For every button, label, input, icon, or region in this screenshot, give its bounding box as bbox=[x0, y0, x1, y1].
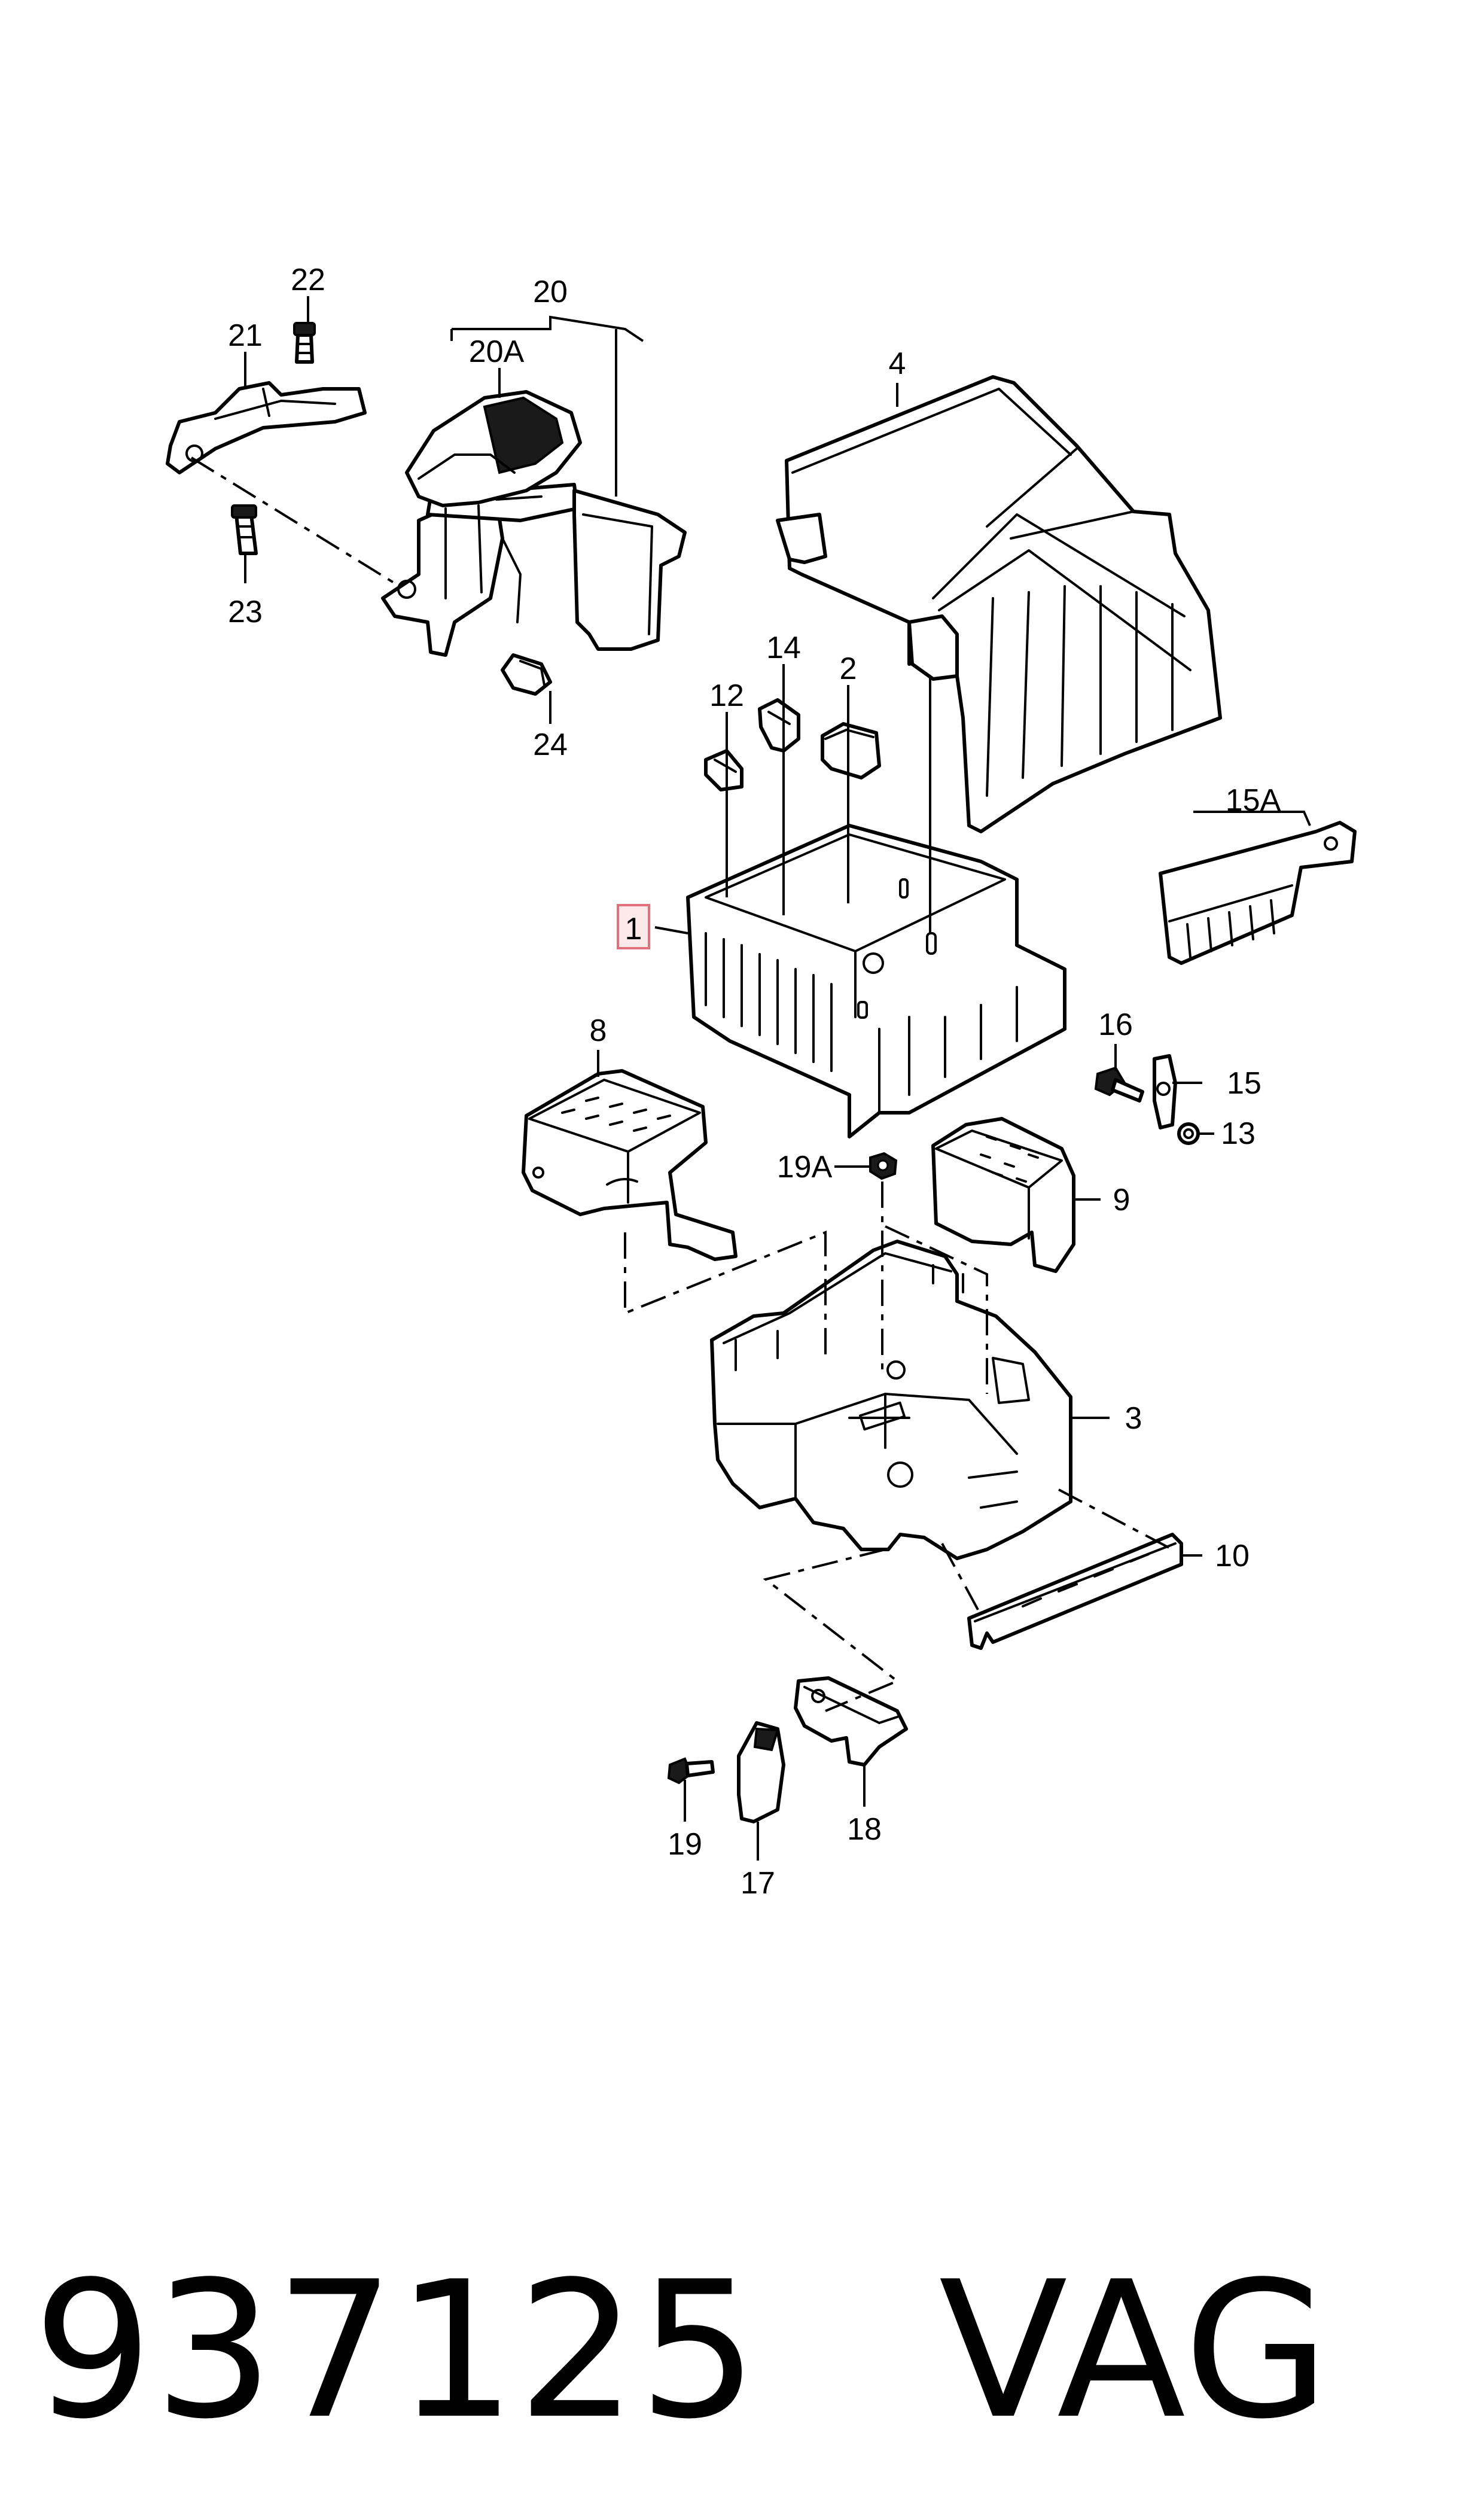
callout-20: 20 bbox=[533, 275, 568, 309]
callout-22: 22 bbox=[291, 263, 325, 297]
part-2-relay bbox=[821, 722, 881, 780]
callout-18: 18 bbox=[847, 1812, 882, 1847]
callout-1-highlight bbox=[617, 904, 650, 949]
part-1-fuse-box bbox=[686, 824, 1066, 1138]
part-number-label: 937125 bbox=[33, 2242, 760, 2461]
callout-15a: 15A bbox=[1226, 783, 1281, 818]
callout-23: 23 bbox=[228, 595, 263, 629]
callout-2: 2 bbox=[840, 651, 857, 686]
callout-10: 10 bbox=[1215, 1539, 1250, 1573]
part-13-nut bbox=[1177, 1122, 1200, 1145]
callout-20a: 20A bbox=[469, 334, 525, 369]
part-14-fuse bbox=[758, 698, 800, 753]
part-10-strip bbox=[967, 1533, 1183, 1650]
part-20-holder-assembly bbox=[381, 390, 687, 657]
part-9-cover bbox=[931, 1117, 1075, 1273]
part-21-bracket bbox=[166, 381, 367, 474]
part-23-bolt bbox=[231, 504, 258, 555]
part-24-bolt bbox=[501, 653, 552, 696]
callouts: 22 21 23 24 20 20A 4 14 2 12 15A 1 16 15… bbox=[228, 263, 1281, 1901]
part-19a-nut bbox=[869, 1152, 898, 1180]
callout-13: 13 bbox=[1221, 1116, 1256, 1151]
part-8-cover bbox=[522, 1069, 738, 1261]
part-17-relay bbox=[737, 1721, 785, 1823]
part-19-screw bbox=[667, 1757, 715, 1785]
part-15a-fuse-strip bbox=[1159, 821, 1357, 965]
assembly-lines bbox=[190, 456, 1173, 1712]
callout-21: 21 bbox=[228, 318, 263, 353]
part-4-cover bbox=[776, 375, 1222, 833]
part-3-tray bbox=[710, 1240, 1072, 1560]
part-22-bolt bbox=[293, 322, 316, 364]
callout-14: 14 bbox=[766, 631, 801, 665]
part-18-bracket bbox=[794, 1676, 908, 1767]
callout-3: 3 bbox=[1125, 1401, 1142, 1436]
callout-1: 1 bbox=[625, 912, 642, 946]
callout-17: 17 bbox=[741, 1866, 775, 1901]
callout-19: 19 bbox=[668, 1827, 702, 1862]
part-16-screw bbox=[1094, 1066, 1144, 1103]
callout-15: 15 bbox=[1227, 1066, 1261, 1101]
callout-19a: 19A bbox=[777, 1150, 833, 1185]
callout-8: 8 bbox=[590, 1013, 607, 1048]
callout-4: 4 bbox=[889, 346, 906, 381]
callout-24: 24 bbox=[533, 727, 568, 762]
brand-label: VAG bbox=[938, 2242, 1331, 2461]
part-15-terminal bbox=[1153, 1054, 1177, 1129]
callout-16: 16 bbox=[1098, 1007, 1133, 1042]
part-12-fuse bbox=[704, 749, 743, 791]
callout-9: 9 bbox=[1113, 1183, 1130, 1217]
callout-12: 12 bbox=[709, 678, 744, 713]
leader-lines bbox=[244, 296, 1311, 1861]
